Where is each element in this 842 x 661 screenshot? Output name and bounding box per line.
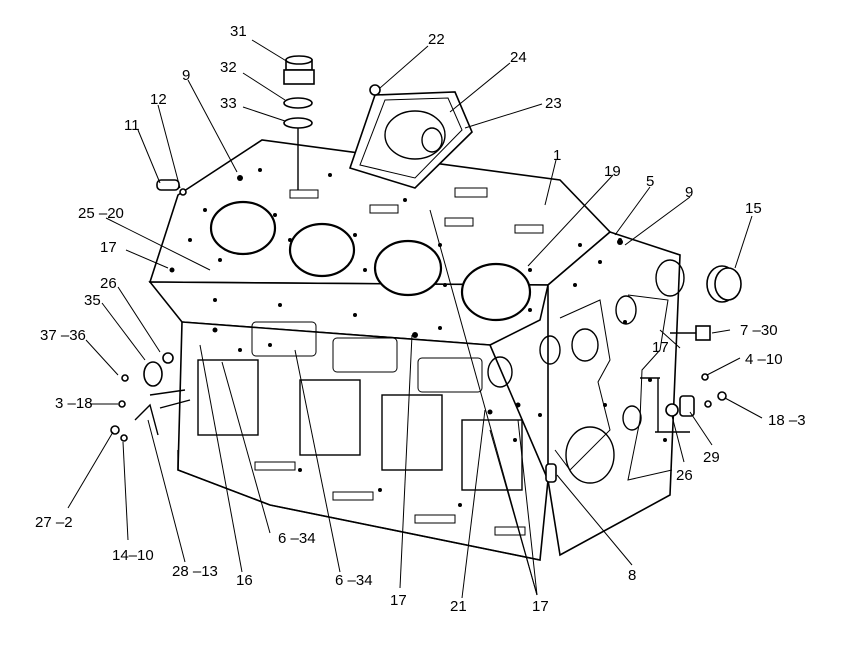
deck-slot: [369, 204, 399, 214]
timing-bore: [615, 295, 637, 325]
callout-24: 24: [510, 49, 527, 66]
end-flange: [554, 299, 611, 471]
callout-5: 5: [646, 173, 654, 190]
timing-bore: [571, 328, 599, 362]
callout-31: 31: [230, 23, 247, 40]
cylinder-bore-4: [460, 262, 532, 322]
callout-9: 9: [182, 67, 190, 84]
plug-cap: [283, 55, 315, 85]
deck-slot: [454, 187, 488, 198]
callout-15: 15: [745, 200, 762, 217]
callout-17: 17: [100, 239, 117, 256]
gasket-plate: [348, 84, 473, 189]
side-opening: [251, 321, 317, 357]
engine-block: [148, 139, 685, 561]
callout-26: 26: [100, 275, 117, 292]
end-flange: [627, 294, 673, 481]
cover-plug: [706, 265, 742, 303]
callout-32: 32: [220, 59, 237, 76]
bolts-right: [701, 373, 727, 408]
callout-17-right: 17: [652, 339, 669, 356]
callout-22: 22: [428, 31, 445, 48]
callout-7-30: 7 –30: [740, 322, 778, 339]
callout-18-3: 18 –3: [768, 412, 806, 429]
timing-bore: [622, 405, 642, 431]
timing-bore: [539, 335, 561, 365]
camshaft-bore: [655, 259, 685, 297]
callout-3-18: 3 –18: [55, 395, 93, 412]
callout-9-right: 9: [685, 184, 693, 201]
deck-slot: [444, 217, 474, 227]
cylinder-bore-1: [209, 200, 277, 256]
callout-11: 11: [124, 117, 140, 134]
callout-28-13: 28 –13: [172, 563, 218, 580]
callout-labels: 31 32 33 22 24 23 9 12 11 1 19 5 9 15 25…: [35, 23, 806, 615]
crankcase-window: [197, 359, 259, 436]
callout-37-36: 37 –36: [40, 327, 86, 344]
leader-lines: [67, 39, 763, 599]
callout-25-20: 25 –20: [78, 205, 124, 222]
left-bracket: [110, 352, 191, 442]
cylinder-bore-2: [288, 222, 356, 278]
block-base-flange: [177, 450, 541, 561]
block-foot: [494, 526, 526, 536]
crankcase-window: [299, 379, 361, 456]
block-foot: [254, 461, 296, 471]
deck-slot: [514, 224, 544, 234]
callout-1: 1: [553, 147, 561, 164]
dowel-pin: [156, 179, 187, 196]
callout-26-right: 26: [676, 467, 693, 484]
side-opening: [332, 337, 398, 373]
callout-6-34: 6 –34: [278, 530, 316, 547]
timing-bore: [487, 356, 513, 388]
callout-23: 23: [545, 95, 562, 112]
callout-6-34-lower: 6 –34: [335, 572, 373, 589]
callout-19: 19: [604, 163, 621, 180]
side-opening: [417, 357, 483, 393]
block-end-face: [547, 231, 681, 557]
callout-14-10: 14–10: [112, 547, 154, 564]
callout-17-bottom: 17: [532, 598, 549, 615]
callout-35: 35: [84, 292, 101, 309]
bolt-holes: [169, 168, 667, 507]
cylinder-bore-3: [373, 239, 443, 297]
callout-4-10: 4 –10: [745, 351, 783, 368]
block-foot: [332, 491, 374, 501]
dowel-8: [545, 463, 557, 483]
callout-12: 12: [150, 91, 167, 108]
deck-slot: [289, 189, 319, 199]
sensor-fitting: [670, 325, 711, 341]
callout-17-lower: 17: [390, 592, 407, 609]
callout-8: 8: [628, 567, 636, 584]
block-foot: [414, 514, 456, 524]
callout-29: 29: [703, 449, 720, 466]
callout-33: 33: [220, 95, 237, 112]
callout-21: 21: [450, 598, 467, 615]
crank-bore: [565, 426, 615, 484]
o-ring-32: [283, 97, 313, 109]
callout-16: 16: [236, 572, 253, 589]
callout-27-2: 27 –2: [35, 514, 73, 531]
o-ring-33: [283, 117, 313, 129]
crankcase-window: [381, 394, 443, 471]
